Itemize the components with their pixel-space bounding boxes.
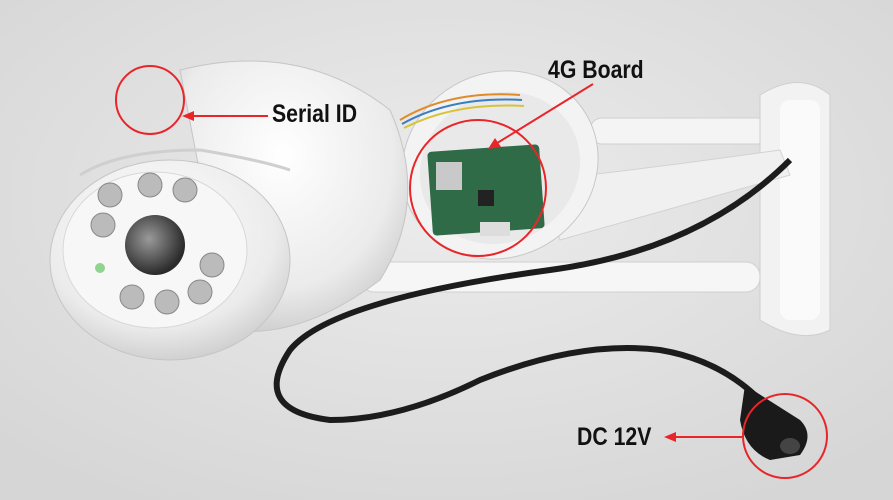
serial-id-label: Serial ID bbox=[272, 100, 358, 128]
open-housing bbox=[399, 70, 599, 260]
camera-lens bbox=[125, 215, 185, 275]
serial-id-circle bbox=[115, 65, 185, 135]
dc-12v-label: DC 12V bbox=[577, 423, 652, 451]
arrowheads bbox=[182, 111, 676, 442]
4g-board-circle bbox=[409, 119, 547, 257]
dome-camera bbox=[49, 60, 409, 361]
dc-12v-circle bbox=[742, 393, 828, 479]
power-cable bbox=[273, 157, 793, 424]
annotation-marks bbox=[115, 65, 828, 479]
4g-board-label: 4G Board bbox=[548, 56, 644, 84]
wall-mount bbox=[359, 82, 831, 337]
4g-board-arrow bbox=[493, 83, 594, 146]
